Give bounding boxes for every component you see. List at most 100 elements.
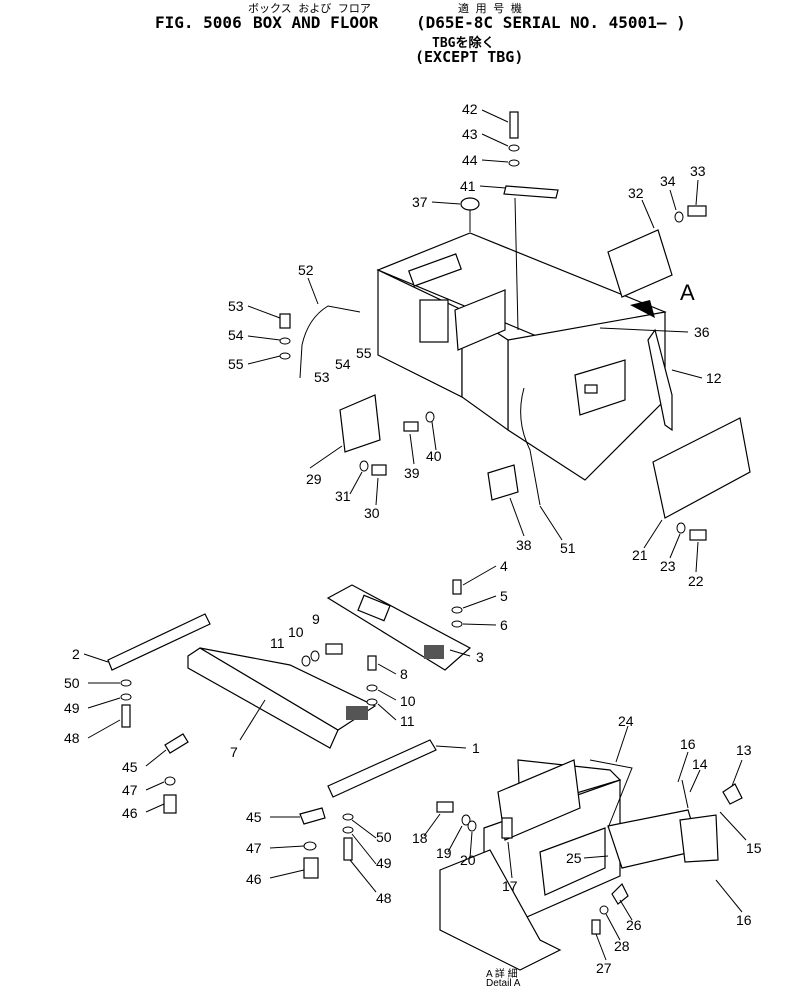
view-arrow-a	[630, 300, 655, 318]
callout-39: 39	[404, 465, 420, 481]
leader-3	[449, 649, 471, 657]
callout-50-left: 50	[64, 675, 80, 691]
bracket-1	[327, 739, 437, 798]
leader-18	[423, 813, 441, 837]
washer-49-left	[120, 693, 132, 701]
callout-53-left: 53	[228, 298, 244, 314]
callout-47-middle: 47	[246, 840, 262, 856]
callout-45-left: 45	[122, 759, 138, 775]
callout-6: 6	[500, 617, 508, 633]
floor-plate-3-mesh	[424, 645, 444, 659]
leader-16-bottom	[715, 879, 743, 913]
pipe-51	[520, 387, 541, 506]
bolt-30	[371, 464, 387, 476]
leader-24	[615, 725, 629, 763]
detail-a-bolt-18	[436, 801, 454, 813]
washer-50-left	[120, 679, 132, 687]
box-top-opening	[408, 253, 462, 287]
detail-a-clip-13	[722, 783, 743, 805]
floor-plate-3-opening	[357, 594, 391, 622]
callout-53-pipe: 53	[314, 369, 330, 385]
cover-plate-32	[607, 229, 673, 298]
detail-a-hinge-plate	[679, 814, 719, 863]
callout-1: 1	[472, 740, 480, 756]
leader-48-middle	[349, 859, 377, 893]
leader-34	[669, 189, 677, 211]
cover-plate-29	[339, 394, 381, 453]
callout-10-lower: 10	[400, 693, 416, 709]
leader-5	[462, 595, 497, 609]
washer-10	[366, 684, 378, 692]
callout-49-middle: 49	[376, 855, 392, 871]
leader-49-middle	[351, 833, 377, 865]
bracket-2	[107, 613, 211, 671]
leader-46-left	[145, 803, 165, 813]
washer-50-middle	[342, 813, 354, 821]
japanese-applicable-model: 適 用 号 機	[458, 2, 522, 15]
leader-41	[479, 185, 507, 189]
cap-37	[460, 197, 480, 211]
box-assembly	[279, 111, 751, 541]
callout-5: 5	[500, 588, 508, 604]
washer-11-upper	[301, 655, 311, 667]
detail-a-window	[539, 827, 606, 896]
leader-44	[481, 159, 509, 163]
washer-10-upper	[310, 650, 320, 662]
leader-39	[409, 433, 415, 465]
leader-23	[669, 533, 681, 559]
detail-a-washer-19	[461, 814, 471, 826]
callout-34: 34	[660, 173, 676, 189]
callout-11-lower: 11	[400, 713, 415, 729]
leader-31	[349, 471, 363, 495]
washer-11	[366, 698, 378, 706]
detail-a-washer-28	[599, 905, 609, 915]
callout-3: 3	[476, 649, 484, 665]
callout-14: 14	[692, 756, 708, 772]
detail-a-washer-20	[467, 820, 477, 832]
detail-a-lower-base	[439, 849, 562, 971]
leader-55-left	[247, 355, 281, 365]
callout-40: 40	[426, 448, 442, 464]
leader-49-left	[87, 697, 121, 709]
detail-a-bolt-27	[591, 919, 601, 935]
plate-45-left	[164, 733, 189, 754]
callout-17: 17	[502, 878, 518, 894]
box-side-window	[419, 299, 449, 343]
callout-16-bottom: 16	[736, 912, 752, 928]
washer-40	[425, 411, 435, 423]
plate-45-middle	[299, 807, 326, 825]
leader-50-middle	[351, 819, 377, 839]
leader-46-middle	[269, 869, 305, 879]
washer-47-middle	[303, 841, 317, 851]
callout-45-middle: 45	[246, 809, 262, 825]
callout-labels: 42 43 44 41 37 32 34 33 36 12 52 53 54 5…	[64, 101, 762, 976]
leader-12	[671, 369, 703, 379]
callout-28: 28	[614, 938, 630, 954]
callout-19: 19	[436, 845, 452, 861]
leader-54-left	[247, 335, 281, 341]
callout-8: 8	[400, 666, 408, 682]
detail-a-caption: Detail A	[486, 978, 521, 989]
leader-32	[641, 199, 655, 229]
leader-53-left	[247, 305, 281, 319]
washer-54-left	[279, 337, 291, 345]
panel-12	[647, 328, 673, 432]
callout-38: 38	[516, 537, 532, 553]
callout-27: 27	[596, 960, 612, 976]
washer-5	[451, 606, 463, 614]
washer-55-left	[279, 352, 291, 360]
callout-55-left: 55	[228, 356, 244, 372]
callout-16-top: 16	[680, 736, 696, 752]
leader-30	[375, 477, 379, 506]
leader-11-lower	[377, 703, 397, 721]
washer-31	[359, 460, 369, 472]
floor-plate-3	[326, 584, 472, 671]
callout-37: 37	[412, 194, 428, 210]
view-marker-a: A	[680, 280, 695, 305]
figure-title: BOX AND FLOOR	[253, 13, 379, 32]
callout-21: 21	[632, 547, 648, 563]
callout-46-middle: 46	[246, 871, 262, 887]
leader-lines	[83, 109, 747, 961]
detail-a-assembly	[436, 759, 743, 971]
bolt-33	[687, 205, 707, 217]
